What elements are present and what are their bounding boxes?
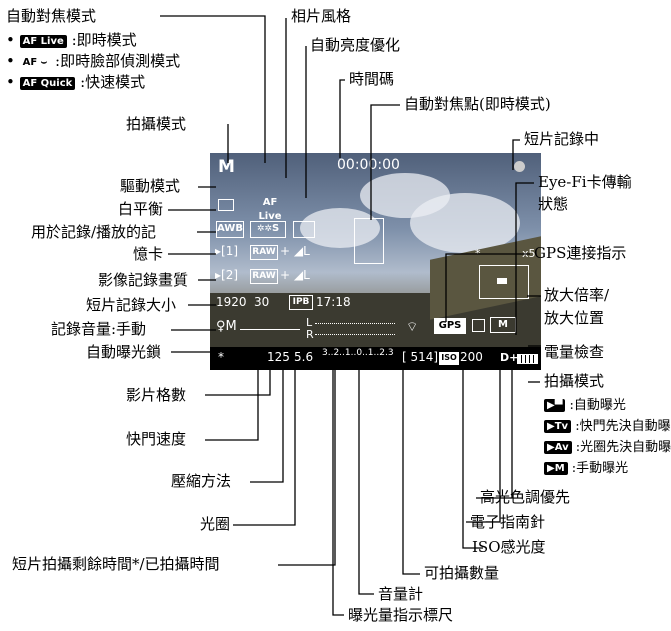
label-shooting-mode: 拍攝模式 — [126, 115, 187, 133]
label-eyefi-2: 狀態 — [538, 195, 569, 213]
raw-quality-1: RAW — [250, 245, 278, 260]
white-balance-indicator: AWB — [216, 221, 244, 238]
label-meter: 音量計 — [378, 585, 424, 603]
shutter-speed-display: 125 — [267, 350, 290, 364]
movie-m-icon: ▶M — [544, 462, 568, 475]
timecode-display: 00:00:00 — [337, 157, 400, 173]
label-ae-lock: 自動曝光鎖 — [86, 343, 162, 361]
cloud — [300, 208, 380, 248]
recording-dot-icon — [514, 161, 525, 172]
movie-av-icon: ▶Av — [544, 441, 572, 454]
iso-value: 200 — [460, 350, 483, 364]
raw-quality-2: RAW — [250, 269, 278, 284]
audio-meter — [315, 334, 395, 335]
movie-tv-icon: ▶Tv — [544, 420, 572, 433]
label-shots: 可拍攝數量 — [424, 564, 500, 582]
label-time-code: 時間碼 — [349, 70, 395, 88]
card-2-indicator: ▸[2] — [215, 268, 239, 282]
label-image-quality: 影像記錄畫質 — [98, 271, 189, 289]
jpeg-quality-1: + ◢L — [280, 244, 310, 258]
compression-indicator: IPB — [289, 295, 313, 310]
af-quick-badge: AF Quick — [19, 77, 76, 90]
shots-remaining: [ 514] — [402, 350, 439, 364]
label-compass: 電子指南針 — [470, 513, 546, 531]
magnification-position-box — [479, 265, 529, 299]
row-movie-tv: ▶Tv :快門先決自動曝光 — [544, 419, 671, 434]
shooting-mode-indicator: M — [218, 157, 235, 177]
cloud — [410, 193, 520, 253]
label-battery: 電量檢查 — [544, 343, 605, 361]
label-white-balance: 白平衡 — [118, 200, 164, 218]
picture-style-indicator: ✲✲S — [250, 221, 286, 238]
af-point-frame — [354, 218, 384, 264]
label-exposure-scale: 曝光量指示標尺 — [348, 606, 454, 624]
aperture-display: 5.6 — [294, 350, 314, 364]
compass-icon — [472, 319, 485, 332]
label-htp: 高光色調優先 — [480, 488, 571, 506]
label-picture-style: 相片風格 — [291, 7, 352, 25]
label-movie-size: 短片記錄大小 — [86, 296, 177, 314]
battery-icon — [517, 354, 538, 364]
label-alo: 自動亮度優化 — [310, 36, 401, 54]
eyefi-icon: ⌔ — [406, 320, 419, 335]
label-card-2: 憶卡 — [133, 245, 164, 263]
movie-auto-icon: ▶▀ — [544, 399, 566, 412]
label-iso: ISO感光度 — [472, 538, 546, 556]
label-shutter-speed: 快門速度 — [126, 430, 187, 448]
label-sound-level: 記錄音量:手動 — [51, 320, 147, 338]
row-movie-m: ▶M :手動曝光 — [544, 461, 628, 476]
af-live-indicator: AF Live — [258, 197, 282, 222]
iso-icon: ISO — [439, 352, 459, 365]
af-live-badge: AF Live — [19, 35, 67, 48]
jpeg-quality-2: + ◢L — [280, 268, 310, 282]
frame-rate-indicator: 30 — [254, 295, 270, 309]
label-recording: 短片記錄中 — [524, 130, 600, 148]
highlight-tone-priority: D+ — [500, 351, 519, 364]
magnification-position-marker — [497, 278, 507, 284]
camera-lcd-screen: M 00:00:00 AF Live AWB ✲✲S ▸[1] RAW + ◢L… — [210, 153, 541, 370]
label-drive-mode: 驅動模式 — [120, 177, 181, 195]
exposure-scale: 3..2..1..0..1..2.3 — [322, 348, 394, 358]
movie-size-indicator: 1920 — [216, 295, 247, 309]
row-movie-av: ▶Av :光圈先決自動曝光 — [544, 440, 671, 455]
af-face-badge: AF ⌣ — [19, 56, 51, 69]
drive-mode-icon — [218, 199, 234, 211]
gps-indicator: GPS — [434, 318, 466, 334]
audio-meter — [315, 323, 395, 324]
label-frame-rate: 影片格數 — [126, 386, 187, 404]
meter-label-right: R — [306, 328, 314, 341]
label-mag-1: 放大倍率/ — [544, 286, 610, 304]
label-time-remaining: 短片拍攝剩餘時間*/已拍攝時間 — [12, 555, 220, 573]
sound-level-slider — [240, 329, 300, 330]
label-eyefi-1: Eye-Fi卡傳輸 — [538, 173, 632, 191]
label-card-1: 用於記錄/播放的記 — [31, 223, 157, 241]
label-aperture: 光圈 — [200, 515, 231, 533]
label-compression: 壓縮方法 — [171, 472, 232, 490]
card-1-indicator: ▸[1] — [215, 244, 239, 258]
label-mag-2: 放大位置 — [544, 309, 605, 327]
label-af-mode: 自動對焦模式 — [6, 7, 97, 25]
remaining-time: 17:18 — [316, 295, 351, 309]
manual-sound-icon: ♀M — [216, 319, 237, 334]
meter-label-left: L — [306, 316, 313, 329]
alo-icon — [293, 221, 315, 238]
label-shoot-mode-2: 拍攝模式 — [544, 372, 605, 390]
row-movie-auto: ▶▀ :自動曝光 — [544, 398, 626, 413]
label-af-quick: • AF Quick :快速模式 — [6, 73, 146, 91]
label-af-point: 自動對焦點(即時模式) — [404, 95, 551, 113]
label-af-face: • AF ⌣ :即時臉部偵測模式 — [6, 52, 181, 70]
ae-lock-indicator: * — [218, 350, 224, 364]
label-af-live: • AF Live :即時模式 — [6, 31, 137, 49]
label-gps: GPS連接指示 — [534, 244, 627, 262]
